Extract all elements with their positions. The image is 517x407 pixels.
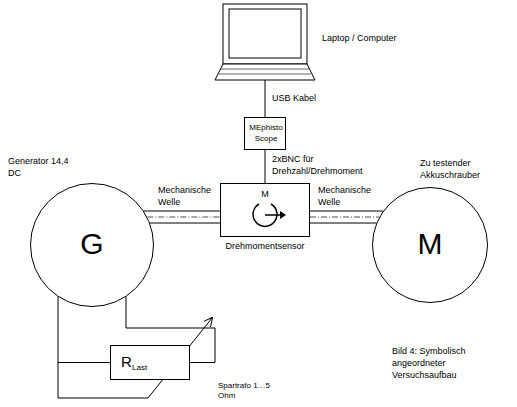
generator-label: Generator 14,4 DC bbox=[8, 155, 82, 179]
connector bbox=[310, 211, 383, 223]
sensor-label: Drehmomentsensor bbox=[220, 240, 310, 252]
connector bbox=[265, 150, 266, 183]
generator-circle: Generator 14,4 DCG bbox=[30, 183, 154, 307]
torque-symbol-letter: M bbox=[258, 188, 272, 200]
transformer-label: Spartrafo 1…5 Ohm bbox=[218, 381, 282, 401]
edge-label: USB Kabel bbox=[272, 92, 332, 104]
edge-label: 2xBNC für Drehzahl/Drehmoment bbox=[272, 153, 382, 177]
edge-label: Mechanische Welle bbox=[158, 184, 216, 208]
connector bbox=[58, 297, 110, 363]
resistor-subscript: Last bbox=[132, 363, 158, 373]
laptop-label: Laptop / Computer bbox=[322, 32, 402, 44]
generator-letter: G bbox=[72, 227, 112, 261]
scope-label: MEphisto Scope bbox=[248, 122, 284, 144]
connector bbox=[144, 211, 220, 223]
resistor-box: RLast bbox=[110, 345, 190, 380]
connector bbox=[265, 80, 266, 117]
scope-box: MEphisto Scope bbox=[244, 117, 286, 150]
motor-label: Zu testender Akkuschrauber bbox=[420, 157, 492, 181]
edge-label: Mechanische Welle bbox=[318, 184, 376, 208]
motor-circle: Zu testender AkkuschrauberM bbox=[372, 187, 488, 303]
figure-caption: Bild 4: Symbolisch angeordneter Versuchs… bbox=[392, 345, 510, 381]
torque-sensor-box: MDrehmomentsensor bbox=[220, 183, 310, 237]
motor-letter: M bbox=[408, 227, 452, 261]
laptop-node-outline bbox=[215, 4, 315, 80]
laptop-node: Laptop / Computer bbox=[215, 4, 315, 80]
